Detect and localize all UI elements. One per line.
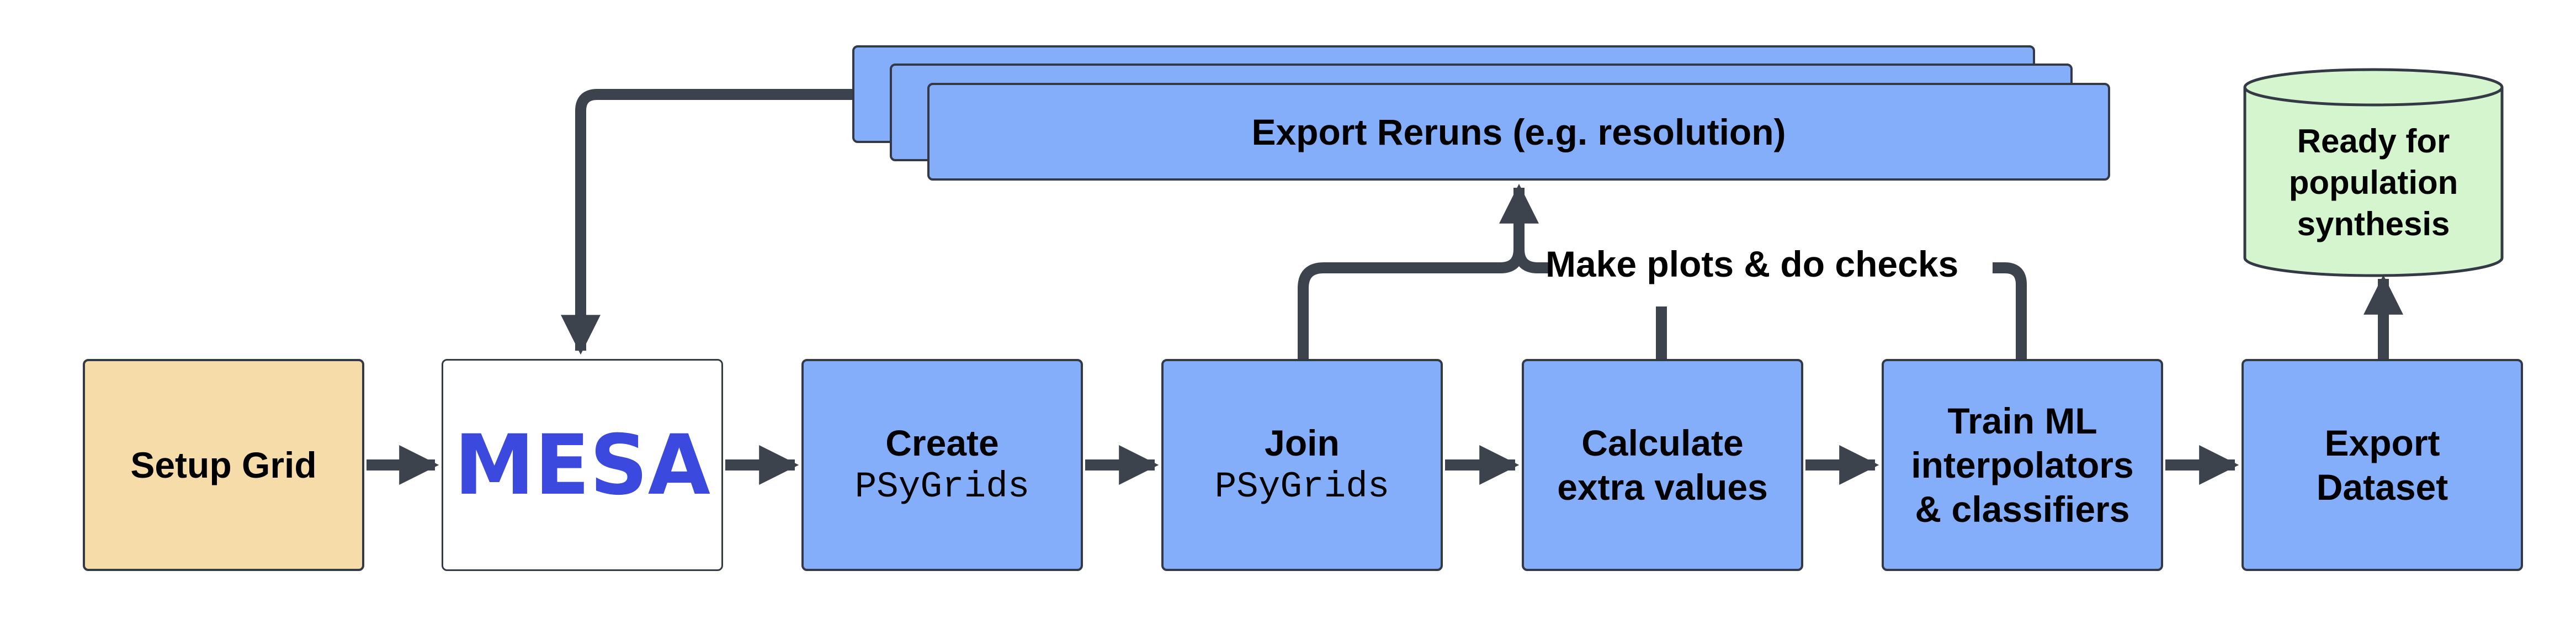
reruns-box: Export Reruns (e.g. resolution): [927, 83, 2110, 181]
setup-grid-box: Setup Grid: [83, 359, 364, 571]
mesa-box: MESA: [442, 359, 723, 571]
arrow-reruns-to-mesa: [561, 89, 856, 355]
connector-checks-brace: [1513, 249, 1552, 273]
connector-train-to-checks: [1993, 262, 2027, 359]
output-label: Ready for population synthesis: [2288, 122, 2458, 242]
train-ml-box: Train ML interpolators & classifiers: [1882, 359, 2163, 571]
svg-text:MESA: MESA: [454, 421, 710, 509]
create-code-label: PSyGrids: [854, 466, 1030, 508]
join-code-label: PSyGrids: [1214, 466, 1390, 508]
export-dataset-box: Export Dataset: [2242, 359, 2523, 571]
setup-grid-label: Setup Grid: [130, 445, 317, 485]
create-psygrids-box: Create PSyGrids: [801, 359, 1083, 571]
join-psygrids-box: Join PSyGrids: [1161, 359, 1443, 571]
calculate-box: Calculate extra values: [1522, 359, 1803, 571]
create-label: Create: [885, 422, 999, 463]
join-label: Join: [1265, 422, 1340, 463]
mesa-logo: MESA: [454, 421, 710, 509]
reruns-label: Export Reruns (e.g. resolution): [1251, 111, 1786, 152]
checks-label: Make plots & do checks: [1545, 244, 1959, 284]
